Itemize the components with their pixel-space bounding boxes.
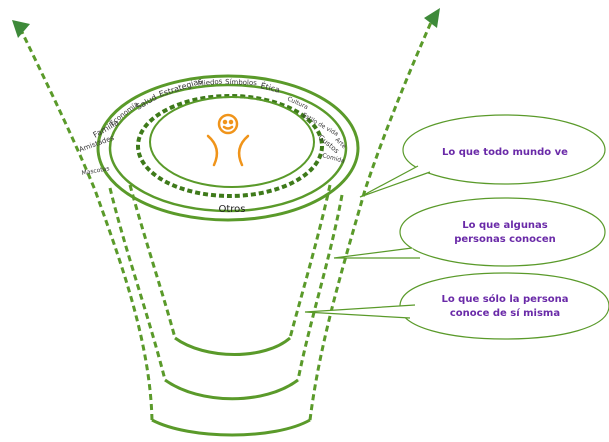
ring-word: Símbolos bbox=[225, 78, 257, 87]
arrowheads bbox=[12, 8, 440, 38]
callout-2: Lo que algunas personas conocen bbox=[333, 197, 606, 267]
bottom-curves bbox=[151, 336, 311, 437]
top-ellipses bbox=[96, 74, 360, 222]
callout-text: Lo que algunas bbox=[462, 220, 548, 231]
right-flare-line bbox=[308, 19, 434, 421]
arrow-up-right-icon bbox=[424, 8, 440, 28]
cylinder-walls bbox=[108, 184, 344, 381]
callout-text: conoce de sí misma bbox=[450, 307, 560, 319]
person-icon bbox=[206, 113, 250, 167]
callout-1: Lo que todo mundo ve bbox=[359, 114, 606, 198]
bottom-curve-inner bbox=[174, 336, 291, 356]
callout-text: personas conocen bbox=[454, 234, 556, 245]
middle-wall-left bbox=[108, 187, 167, 381]
ring-word: Miedos bbox=[197, 77, 223, 88]
ring-word: Mascotas bbox=[81, 165, 110, 177]
bottom-curve-middle bbox=[164, 378, 299, 401]
middle-wall-right bbox=[296, 194, 344, 381]
core-ring bbox=[149, 96, 315, 188]
arrow-up-left-icon bbox=[12, 20, 30, 38]
inner-wall-left bbox=[128, 184, 177, 339]
inner-ring bbox=[136, 94, 324, 198]
callout-text: Lo que sólo la persona bbox=[441, 293, 568, 305]
inner-wall-right bbox=[288, 184, 332, 339]
left-flare-line bbox=[20, 31, 154, 421]
callout-text: Lo que todo mundo ve bbox=[442, 147, 568, 158]
outer-ring bbox=[96, 74, 360, 222]
bottom-curve-outer bbox=[151, 418, 311, 437]
inner-label: Otros bbox=[218, 204, 245, 215]
outer-flare bbox=[20, 19, 434, 421]
callout-3: Lo que sólo la persona conoce de sí mism… bbox=[304, 272, 609, 340]
ring-word: Comida bbox=[321, 152, 345, 165]
middle-ring bbox=[108, 83, 348, 213]
